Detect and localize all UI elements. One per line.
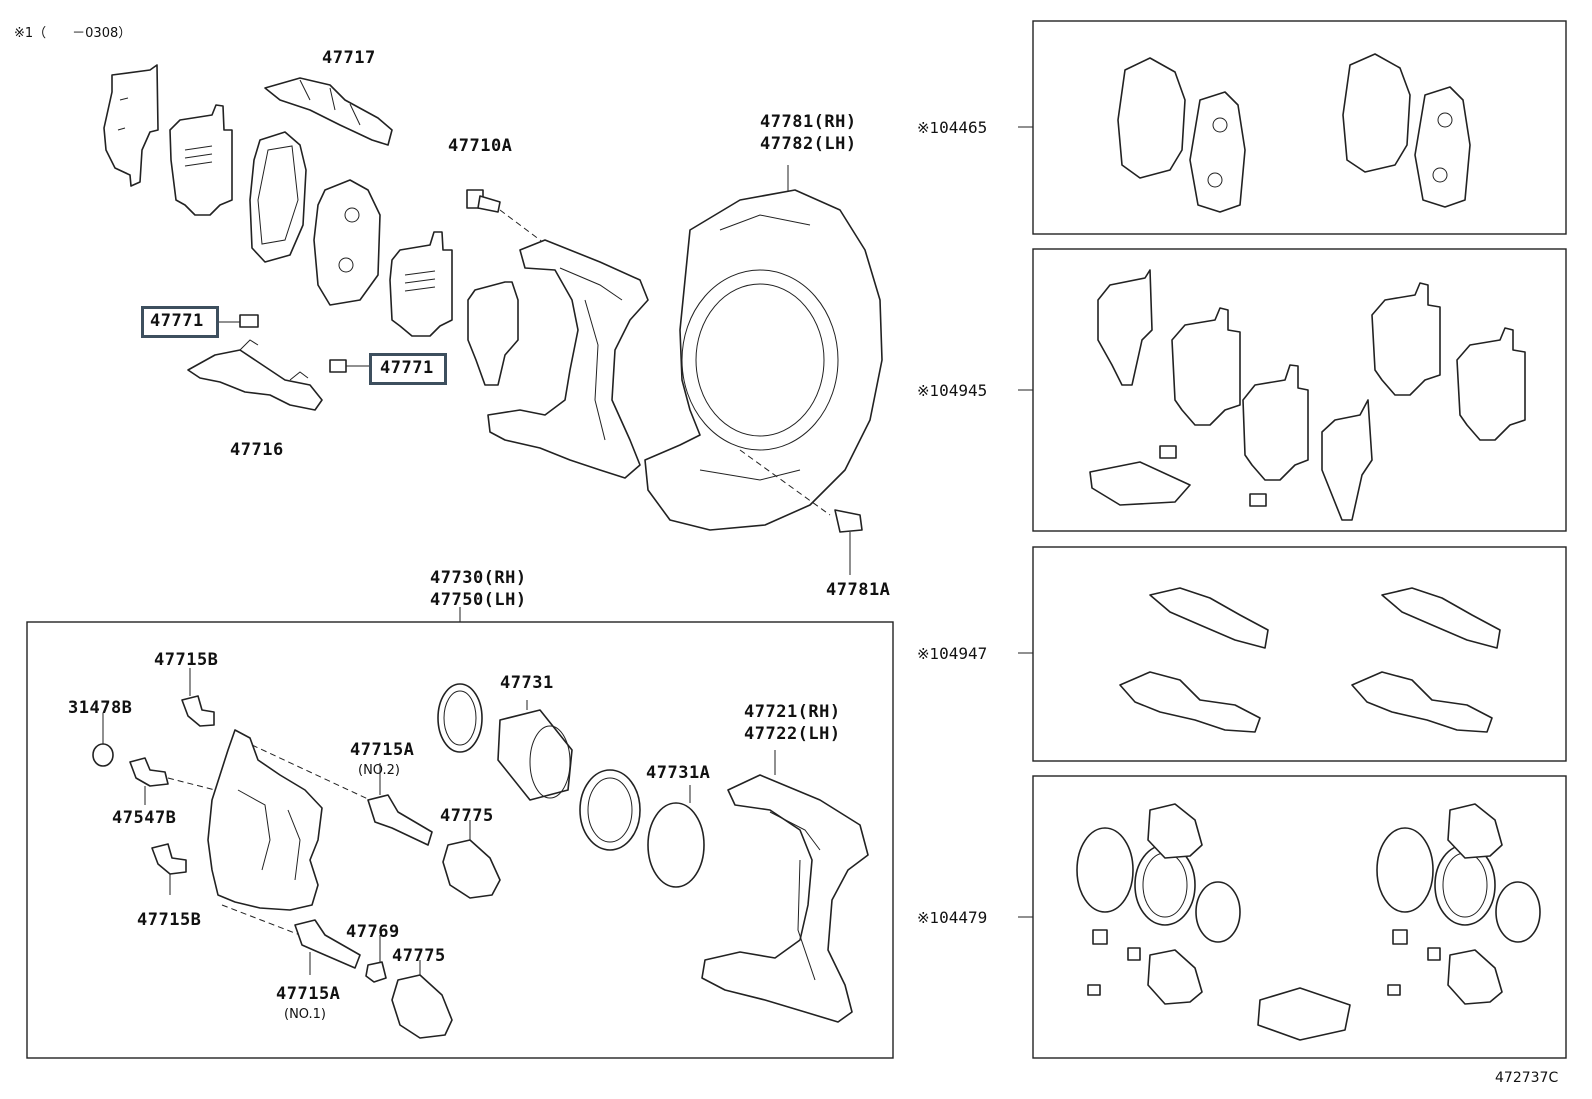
part-label-47731[interactable]: 47731 — [500, 673, 554, 693]
kit-mark: ※1 — [917, 382, 940, 400]
guide-pin-drawing-no2 — [367, 763, 433, 846]
part-label-47782-lh[interactable]: 47782(LH) — [760, 134, 857, 154]
sub-label-no1: (NO.1) — [284, 1007, 326, 1022]
highlight-box-47771-right — [369, 353, 447, 385]
cylinder-drawing-47721 — [701, 750, 869, 1023]
bolt-drawing-47715B-top — [181, 668, 215, 727]
part-label-47730-rh[interactable]: 47730(RH) — [430, 568, 527, 588]
pad-backing-drawing — [313, 179, 381, 306]
kit-code: 04465 — [939, 118, 988, 137]
part-label-47731A[interactable]: 47731A — [646, 763, 711, 783]
kit-04945-parts — [1089, 269, 1526, 521]
kit-mark: ※1 — [917, 909, 940, 927]
kit-mark: ※1 — [917, 119, 940, 137]
pad-support-plate-drawing — [187, 339, 323, 411]
sub-label-no2: (NO.2) — [358, 763, 400, 778]
part-label-47775-bot[interactable]: 47775 — [392, 946, 446, 966]
part-label-47716[interactable]: 47716 — [230, 440, 284, 460]
seal-ring-drawing — [437, 683, 483, 753]
part-label-47717[interactable]: 47717 — [322, 48, 376, 68]
shim-caliper-drawing — [467, 281, 519, 386]
kit-label-04465[interactable]: ※104465 — [917, 118, 987, 138]
guide-pin-drawing-no1 — [294, 919, 361, 975]
kit-label-04479[interactable]: ※104479 — [917, 908, 987, 928]
part-label-47715A-no2[interactable]: 47715A — [350, 740, 415, 760]
part-label-47750-lh[interactable]: 47750(LH) — [430, 590, 527, 610]
part-label-47721-rh[interactable]: 47721(RH) — [744, 702, 841, 722]
dust-cover-drawing — [644, 165, 883, 531]
caliper-bracket-drawing — [487, 239, 649, 479]
part-label-47722-lh[interactable]: 47722(LH) — [744, 724, 841, 744]
kit-code: 04947 — [939, 644, 988, 663]
kit-label-04947[interactable]: ※104947 — [917, 644, 987, 664]
kit-04479-parts — [1076, 803, 1541, 1041]
anti-rattle-spring-drawing — [264, 77, 393, 146]
bolt-drawing-47781A — [739, 449, 863, 575]
applicability-note: ※1（ －0308） — [14, 26, 132, 41]
kit-box-04465 — [1032, 20, 1567, 235]
highlight-box-47771-left — [141, 306, 219, 338]
part-label-47769[interactable]: 47769 — [346, 922, 400, 942]
clip-drawing-2 — [329, 359, 347, 373]
clip-drawing-1 — [239, 314, 259, 328]
shim-outer-drawing — [103, 64, 159, 187]
piston-drawing-47731 — [497, 700, 573, 801]
part-label-47781-rh[interactable]: 47781(RH) — [760, 112, 857, 132]
piston-seal-drawing — [579, 769, 641, 851]
brake-pad-drawing-1 — [249, 131, 307, 263]
cap-drawing-31478B — [92, 713, 114, 767]
part-label-47710A[interactable]: 47710A — [448, 136, 513, 156]
illustration-reference: 472737C — [1495, 1070, 1559, 1086]
shim-inner-drawing — [169, 104, 233, 216]
boot-drawing-47775-top — [442, 820, 501, 899]
part-label-47775-top[interactable]: 47775 — [440, 806, 494, 826]
part-label-47715B-top[interactable]: 47715B — [154, 650, 219, 670]
part-label-47547B[interactable]: 47547B — [112, 808, 177, 828]
kit-box-04947 — [1032, 546, 1567, 762]
part-label-47771-right[interactable]: 47771 — [380, 358, 434, 378]
kit-code: 04479 — [939, 908, 988, 927]
caliper-body-drawing — [207, 729, 371, 936]
kit-code: 04945 — [939, 381, 988, 400]
bolt-drawing-47715B-bot — [151, 843, 187, 895]
part-label-47781A[interactable]: 47781A — [826, 580, 891, 600]
part-label-47771-left[interactable]: 47771 — [150, 311, 204, 331]
shim-slotted-drawing — [389, 231, 453, 337]
bleeder-drawing-47547B — [129, 757, 216, 805]
boot-drawing-47775-bot — [391, 960, 453, 1039]
bushing-drawing-47769 — [365, 935, 387, 983]
kit-label-04945[interactable]: ※104945 — [917, 381, 987, 401]
part-label-31478B[interactable]: 31478B — [68, 698, 133, 718]
kit-mark: ※1 — [917, 645, 940, 663]
part-label-47715A-no1[interactable]: 47715A — [276, 984, 341, 1004]
kit-04465-parts — [1117, 53, 1471, 213]
part-label-47715B-bot[interactable]: 47715B — [137, 910, 202, 930]
seal-drawing-47731A — [647, 785, 705, 888]
kit-04947-parts — [1119, 587, 1501, 733]
